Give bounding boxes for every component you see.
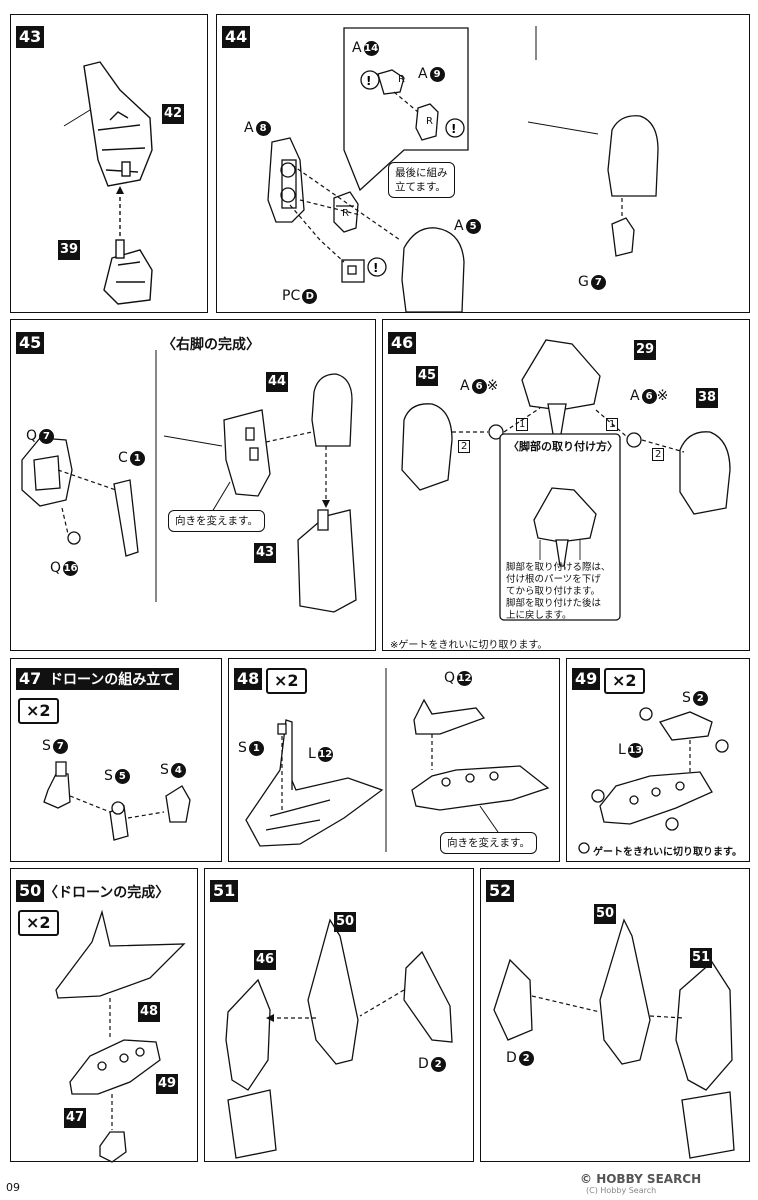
step-48-panel [228,658,560,862]
watermark-caption: (C) Hobby Search [586,1186,657,1195]
right-leg-complete-title: 〈右脚の完成〉 [162,337,260,353]
drone-complete-title: 〈ドローンの完成〉 [44,885,170,901]
svg-text:!: ! [451,122,456,136]
assemble-last-callout: 最後に組み 立てます。 [388,162,455,198]
step-44-panel [216,14,750,313]
mark-r-2: R [426,116,433,127]
gate-note-49: ゲートをきれいに切り取ります。 [593,847,742,858]
part-44-label: 44 [266,372,289,392]
step-50-panel [10,868,198,1162]
change-direction-note-48: 向きを変えます。 [440,832,537,854]
multiplier-x2-50: ×2 [18,910,59,936]
part-50-label-51: 50 [334,912,357,932]
part-48-label: 48 [138,1002,161,1022]
part-42-label: 42 [162,104,185,124]
step-45-number: 45 [16,332,45,354]
multiplier-x2-47: ×2 [18,698,59,724]
hobby-search-watermark: © HOBBY SEARCH (C) Hobby Search [580,1172,701,1195]
step-43-number: 43 [16,26,45,48]
step-46-panel [382,319,750,651]
part-39-label: 39 [58,240,81,260]
leg-attach-inset-text: 脚部を取り付ける際は、 付け根のパーツを下げ てから取り付けます。 脚部を取り付… [506,562,611,621]
watermark-prefix: © [580,1172,592,1186]
part-47-label: 47 [64,1108,87,1128]
gate-note-46: ※ゲートをきれいに切り取ります。 [390,640,548,651]
multiplier-x2-49: ×2 [604,668,645,694]
step-52-number: 52 [486,880,515,902]
part-45-label: 45 [416,366,439,386]
step-48-number: 48 [234,668,263,690]
part-51-label: 51 [690,948,713,968]
order-2-left: 2 [458,440,471,453]
mark-r-3: R [342,208,349,219]
svg-text:!: ! [366,74,371,88]
order-1-right: 1 [606,418,619,431]
order-1-left: 1 [516,418,529,431]
step-49-panel [566,658,750,862]
part-46-label: 46 [254,950,277,970]
step-51-panel [204,868,474,1162]
change-direction-note-45: 向きを変えます。 [168,510,265,532]
step-47-number: 47 [16,668,45,690]
order-2-right: 2 [652,448,665,461]
step-45-panel [10,319,376,651]
part-49-label: 49 [156,1074,179,1094]
step-49-number: 49 [572,668,601,690]
step-46-number: 46 [388,332,417,354]
part-50-label-52: 50 [594,904,617,924]
part-38-label: 38 [696,388,719,408]
step-51-number: 51 [210,880,239,902]
part-43-label: 43 [254,543,277,563]
svg-text:!: ! [373,261,378,275]
part-29-label: 29 [634,340,657,360]
step-47-panel [10,658,222,862]
step-44-number: 44 [222,26,251,48]
watermark-text: HOBBY SEARCH [596,1172,702,1186]
leg-attach-inset-title: 〈脚部の取り付け方〉 [508,440,618,453]
mark-r-1: R [398,74,405,85]
drone-assembly-title: ドローンの組み立て [44,668,180,690]
step-43-panel [10,14,208,313]
page-number: 09 [6,1181,20,1194]
step-52-panel [480,868,750,1162]
step-50-number: 50 [16,880,45,902]
multiplier-x2-48: ×2 [266,668,307,694]
